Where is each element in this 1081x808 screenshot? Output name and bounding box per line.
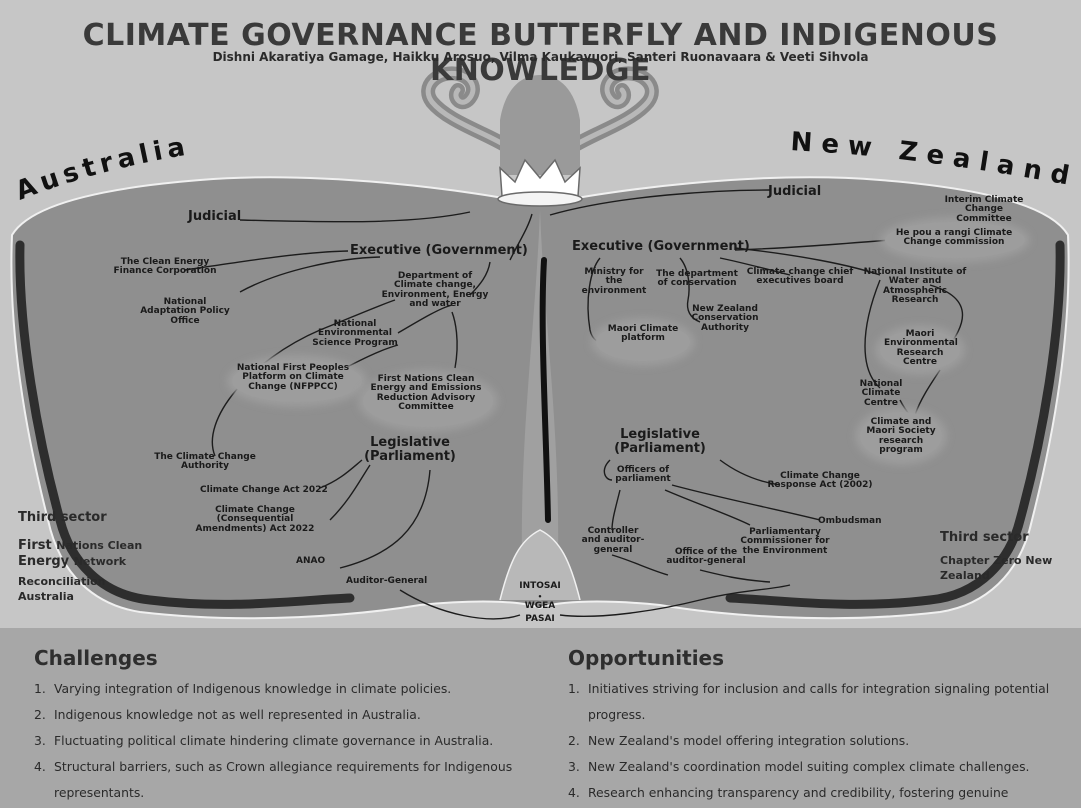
challenges-item-number: 3. [34, 733, 46, 748]
nz-office-auditor: Office of the auditor-general [666, 547, 746, 567]
nz-ministry: Ministry for the environment [581, 267, 647, 296]
opportunities-item-number: 3. [568, 759, 580, 774]
right-antenna-inner [547, 70, 655, 173]
aus-climate-change-authority: The Climate Change Authority [154, 452, 256, 472]
highlight-blob-nfppcc [232, 360, 362, 402]
opportunities-item-text: Research enhancing transparency and cred… [588, 785, 1009, 800]
highlight-blob-maori-env-centre [880, 330, 960, 370]
nz-legislative: Legislative (Parliament) [614, 427, 706, 456]
nz-maori-society-program: Climate and Maori Society research progr… [866, 417, 936, 456]
left-wing-border [15, 240, 355, 609]
opportunities-heading: Opportunities [568, 646, 725, 670]
poster-authors: Dishni Akaratiya Gamage, Haikku Arosuo, … [212, 50, 869, 64]
challenges-item-text: Structural barriers, such as Crown alleg… [54, 759, 513, 774]
nz-niwa: National Institute of Water and Atmosphe… [863, 267, 967, 306]
intl-intosai: INTOSAI [519, 581, 561, 591]
nz-controller: Controller and auditor-general [581, 526, 645, 555]
australia-connectors [184, 211, 533, 620]
nz-conservation-dept: The department of conservation [656, 269, 738, 289]
aus-legislative: Legislative (Parliament) [364, 435, 456, 464]
third-sector-right-org: Chapter Zero New Zealand [940, 554, 1053, 582]
intl-wgea: WGEA [524, 601, 556, 611]
nz-conservation-authority: New Zealand Conservation Authority [691, 304, 759, 333]
crown-icon [497, 158, 583, 207]
highlight-blob-maori-society [860, 412, 942, 460]
lower-wing-notch [499, 529, 581, 601]
nz-ombudsman: Ombudsman [818, 516, 882, 526]
challenges-item-text: Varying integration of Indigenous knowle… [54, 681, 452, 696]
challenges-item-number: 4. [34, 759, 46, 774]
antenna-base [500, 75, 580, 175]
opportunities-item-text: progress. [588, 707, 646, 722]
nz-judicial: Judicial [768, 184, 822, 199]
aus-cc-consequential: Climate Change (Consequential Amendments… [195, 505, 315, 534]
opportunities-item-text: New Zealand's model offering integration… [588, 733, 910, 748]
opportunities-list: 1. Initiatives striving for inclusion and… [568, 676, 1078, 808]
new-zealand-connectors [549, 189, 964, 618]
opportunities-item: 4. Research enhancing transparency and cr… [568, 780, 1078, 808]
nz-he-pou: He pou a rangi Climate Change commission [895, 228, 1013, 248]
nz-chief-execs: Climate change chief executives board [746, 267, 854, 287]
nz-officers: Officers of parliament [615, 465, 671, 485]
poster-bottom-panel [0, 628, 1081, 808]
aus-first-peoples-platform: National First Peoples Platform on Clima… [236, 363, 350, 392]
challenges-item-text: representants. [54, 785, 145, 800]
highlight-blob-first-nations-committee [363, 375, 493, 427]
nz-response-act: Climate Change Response Act (2002) [767, 471, 873, 491]
nz-commissioner: Parliamentary Commissioner for the Envir… [740, 527, 830, 556]
opportunities-item: 1. Initiatives striving for inclusion and… [568, 676, 1078, 728]
challenges-item-text: Fluctuating political climate hindering … [54, 733, 494, 748]
aus-cc-act: Climate Change Act 2022 [200, 485, 328, 495]
opportunities-item: 3. New Zealand's coordination model suiti… [568, 754, 1078, 780]
aus-auditor-general: Auditor-General [346, 576, 428, 586]
third-sector-right-heading: Third sector [940, 530, 1029, 545]
third-sector-left-heading: Third sector [18, 510, 107, 525]
nz-maori-env-centre: Maori Environmental Research Centre [884, 329, 958, 368]
third-sector-left-org2: Reconciliation Australia [18, 575, 106, 603]
butterfly-illustration: Australia New Zealand [10, 66, 1072, 620]
challenges-item: 3. Fluctuating political climate hinderin… [34, 728, 534, 754]
opportunities-item-text: Initiatives striving for inclusion and c… [588, 681, 1050, 696]
aus-first-nations-committee: First Nations Clean Energy and Emissions… [370, 374, 482, 413]
highlight-blob-he-pou [885, 222, 1025, 258]
aus-department: Department of Climate change, Environmen… [381, 271, 489, 310]
highlight-blob-maori-platform [596, 323, 690, 361]
challenges-item-number: 2. [34, 707, 46, 722]
right-wing-border [725, 240, 1065, 609]
aus-adaptation-office: National Adaptation Policy Office [140, 297, 230, 326]
challenges-list: 1. Varying integration of Indigenous know… [34, 676, 534, 806]
challenges-item-number: 1. [34, 681, 46, 696]
challenges-heading: Challenges [34, 646, 158, 670]
challenges-item: 1. Varying integration of Indigenous know… [34, 676, 534, 702]
aus-clean-energy-finance: The Clean Energy Finance Corporation [113, 257, 217, 277]
intl-separator-dot: • [537, 593, 543, 601]
aus-executive: Executive (Government) [350, 243, 528, 258]
aus-anao: ANAO [296, 556, 326, 566]
butterfly-body [539, 257, 551, 523]
nz-national-climate-centre: National Climate Centre [859, 379, 903, 408]
challenges-item: 4. Structural barriers, such as Crown all… [34, 754, 534, 806]
nz-maori-platform: Maori Climate platform [607, 324, 679, 344]
opportunities-item-text: New Zealand's coordination model suiting… [588, 759, 1030, 774]
left-antenna-inner [425, 70, 533, 173]
opportunities-item-number: 1. [568, 681, 580, 696]
opportunities-item: 2. New Zealand's model offering integrati… [568, 728, 1078, 754]
aus-env-science: National Environmental Science Program [312, 319, 398, 348]
aus-judicial: Judicial [188, 209, 242, 224]
nz-executive: Executive (Government) [572, 239, 750, 254]
opportunities-item-number: 2. [568, 733, 580, 748]
third-sector-left-org1: First Nations Clean Energy Network [18, 538, 143, 569]
poster-title: CLIMATE GOVERNANCE BUTTERFLY AND INDIGEN… [82, 18, 999, 88]
intl-pasai: PASAI [525, 614, 555, 624]
challenges-item-text: Indigenous knowledge not as well represe… [54, 707, 421, 722]
challenges-item: 2. Indigenous knowledge not as well repre… [34, 702, 534, 728]
opportunities-item-number: 4. [568, 785, 580, 800]
nz-interim-committee: Interim Climate Change Committee [944, 195, 1024, 224]
